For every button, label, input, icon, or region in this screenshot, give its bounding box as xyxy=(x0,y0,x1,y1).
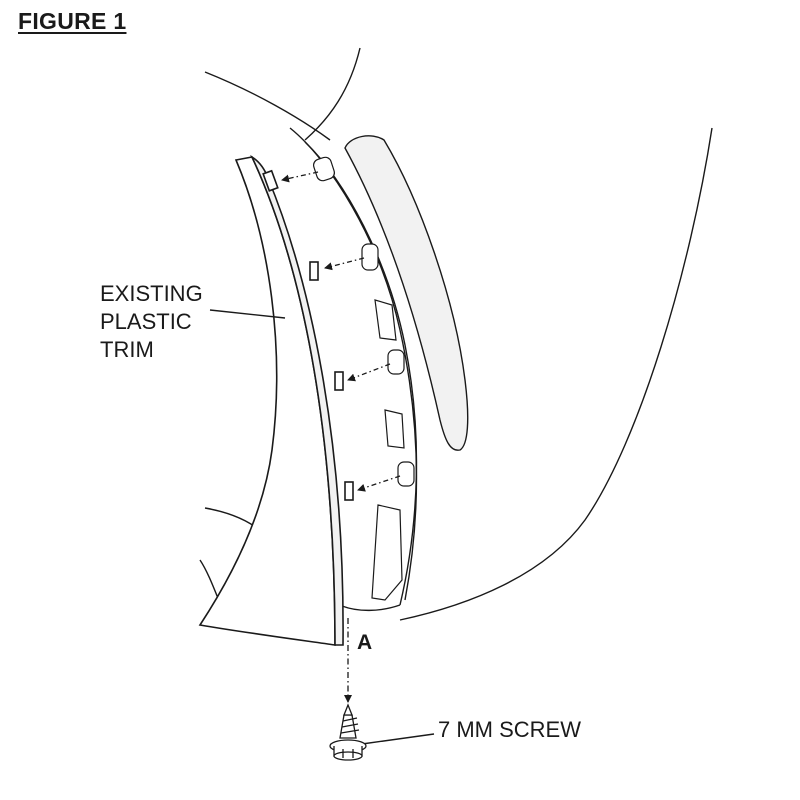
screw-callout: 7 MM SCREW xyxy=(438,717,581,742)
body-upper-line xyxy=(304,47,361,141)
trim-leader-line xyxy=(209,309,286,319)
trim-callout-line: EXISTING xyxy=(100,281,203,306)
body-recess xyxy=(374,299,397,341)
screw-leader-line xyxy=(361,733,435,745)
clip-slot xyxy=(397,461,415,487)
vehicle-body xyxy=(199,47,713,621)
clip-arrow xyxy=(357,475,401,492)
body-recess xyxy=(384,409,405,449)
clip-arrow xyxy=(347,363,391,382)
clip-arrow xyxy=(324,257,365,271)
body-top-curve xyxy=(204,71,331,141)
trim-callout: EXISTING PLASTIC TRIM xyxy=(100,280,203,364)
trim-clip xyxy=(262,169,279,192)
figure-title: FIGURE 1 xyxy=(18,8,127,34)
clip-arrow xyxy=(281,171,319,183)
trim-clip xyxy=(344,481,354,501)
clip-arrows xyxy=(281,171,401,492)
clip-slot xyxy=(387,349,405,375)
body-recess xyxy=(371,504,403,601)
point-a-label: A xyxy=(357,631,373,654)
clip-slot xyxy=(361,243,379,271)
leader-lines xyxy=(209,309,435,745)
clip-slot xyxy=(313,156,335,182)
plastic-trim-piece xyxy=(198,154,354,646)
body-right-contour xyxy=(399,127,713,621)
trim-clip xyxy=(309,261,319,281)
trim-callout-line: PLASTIC xyxy=(100,309,192,334)
body-clip-slots xyxy=(313,156,415,601)
trim-callout-line: TRIM xyxy=(100,337,154,362)
fender-flare-strip xyxy=(344,135,469,451)
screw-icon xyxy=(329,703,367,761)
trim-clip xyxy=(334,371,344,391)
